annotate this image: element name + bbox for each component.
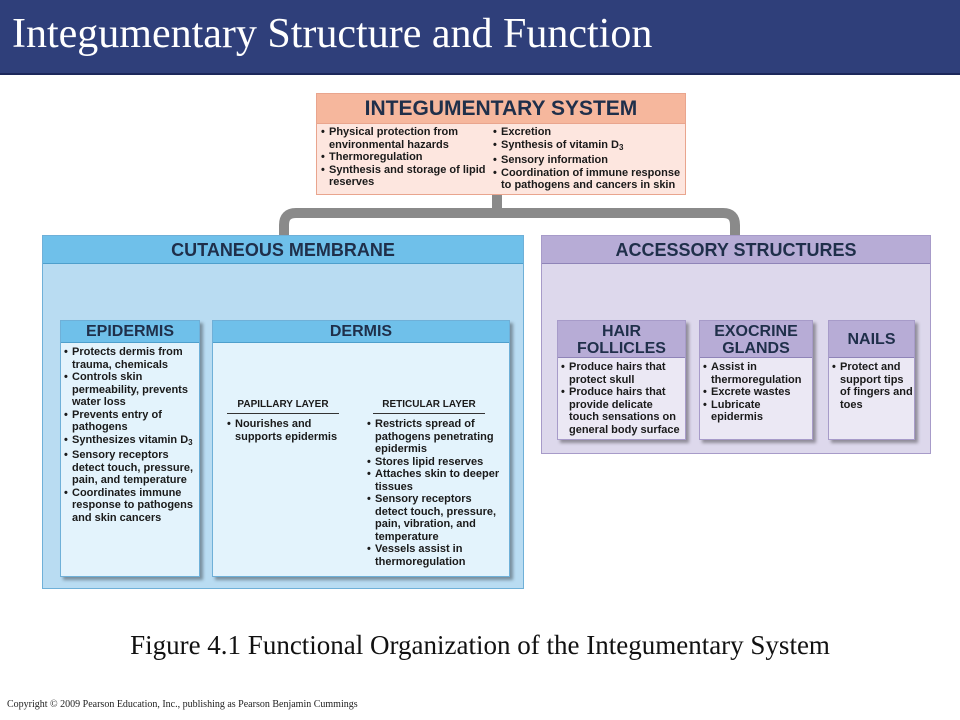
- list-item: Restricts spread of pathogens penetratin…: [367, 418, 507, 456]
- hair-follicles-functions: Produce hairs that protect skull Produce…: [561, 361, 685, 436]
- dermis-box: DERMIS PAPILLARY LAYER RETICULAR LAYER N…: [212, 320, 510, 577]
- list-item: Stores lipid reserves: [367, 456, 507, 469]
- list-item: Produce hairs that provide delicate touc…: [561, 386, 685, 436]
- list-item-text: Synthesis of vitamin D: [501, 138, 619, 151]
- papillary-divider: [227, 413, 339, 414]
- list-item: Synthesis of vitamin D3: [493, 139, 685, 155]
- list-item: Synthesis and storage of lipid reserves: [321, 164, 491, 189]
- exocrine-glands-functions: Assist in thermoregulation Excrete waste…: [703, 361, 813, 424]
- arrow-to-accessory: [497, 208, 740, 235]
- slide-title: Integumentary Structure and Function: [12, 11, 653, 57]
- list-item-text: Synthesizes vitamin D: [72, 433, 189, 446]
- hair-follicles-box: HAIR FOLLICLES Produce hairs that protec…: [557, 320, 686, 440]
- list-item: Attaches skin to deeper tissues: [367, 468, 507, 493]
- list-item: Protects dermis from trauma, chemicals: [64, 346, 198, 371]
- list-item: Produce hairs that protect skull: [561, 361, 685, 386]
- reticular-functions: Restricts spread of pathogens penetratin…: [367, 418, 507, 568]
- reticular-layer-title: RETICULAR LAYER: [382, 399, 476, 410]
- list-item: Thermoregulation: [321, 151, 491, 164]
- list-item: Excrete wastes: [703, 386, 813, 399]
- list-item: Sensory information: [493, 154, 685, 167]
- cutaneous-membrane-title: CUTANEOUS MEMBRANE: [43, 236, 523, 264]
- list-item: Synthesizes vitamin D3: [64, 434, 198, 450]
- papillary-functions: Nourishes and supports epidermis: [227, 418, 353, 443]
- reticular-divider: [373, 413, 485, 414]
- copyright-notice: Copyright © 2009 Pearson Education, Inc.…: [7, 699, 358, 710]
- list-item: Nourishes and supports epidermis: [227, 418, 353, 443]
- list-item: Assist in thermoregulation: [703, 361, 813, 386]
- integumentary-system-title: INTEGUMENTARY SYSTEM: [317, 94, 685, 124]
- list-item: Sensory receptors detect touch, pressure…: [367, 493, 507, 543]
- papillary-layer-title: PAPILLARY LAYER: [237, 399, 329, 410]
- dermis-title: DERMIS: [213, 321, 509, 343]
- list-item: Lubricate epidermis: [703, 399, 813, 424]
- list-item: Vessels assist in thermoregulation: [367, 543, 507, 568]
- hair-follicles-title: HAIR FOLLICLES: [558, 321, 685, 358]
- epidermis-title: EPIDERMIS: [61, 321, 199, 343]
- system-functions-left: Physical protection from environmental h…: [321, 126, 491, 189]
- epidermis-functions: Protects dermis from trauma, chemicals C…: [64, 346, 198, 524]
- figure-caption: Figure 4.1 Functional Organization of th…: [130, 630, 830, 660]
- list-item: Controls skin permeability, prevents wat…: [64, 371, 198, 409]
- exocrine-glands-title: EXOCRINE GLANDS: [700, 321, 812, 358]
- list-item: Physical protection from environmental h…: [321, 126, 491, 151]
- title-bar: Integumentary Structure and Function: [0, 0, 960, 75]
- accessory-structures-title: ACCESSORY STRUCTURES: [542, 236, 930, 264]
- epidermis-box: EPIDERMIS Protects dermis from trauma, c…: [60, 320, 200, 577]
- list-item: Coordinates immune response to pathogens…: [64, 487, 198, 525]
- list-item: Excretion: [493, 126, 685, 139]
- list-item: Prevents entry of pathogens: [64, 409, 198, 434]
- subscript: 3: [188, 437, 193, 447]
- nails-functions: Protect and support tips of fingers and …: [832, 361, 914, 411]
- subscript: 3: [618, 142, 624, 152]
- exocrine-glands-box: EXOCRINE GLANDS Assist in thermoregulati…: [699, 320, 813, 440]
- nails-box: NAILS Protect and support tips of finger…: [828, 320, 915, 440]
- nails-title: NAILS: [829, 321, 914, 358]
- arrow-to-cutaneous: [279, 208, 497, 235]
- list-item: Protect and support tips of fingers and …: [832, 361, 914, 411]
- list-item: Coordination of immune response to patho…: [493, 167, 685, 192]
- list-item: Sensory receptors detect touch, pressure…: [64, 449, 198, 487]
- integumentary-system-box: INTEGUMENTARY SYSTEM Physical protection…: [316, 93, 686, 195]
- system-functions-right: Excretion Synthesis of vitamin D3 Sensor…: [493, 126, 685, 192]
